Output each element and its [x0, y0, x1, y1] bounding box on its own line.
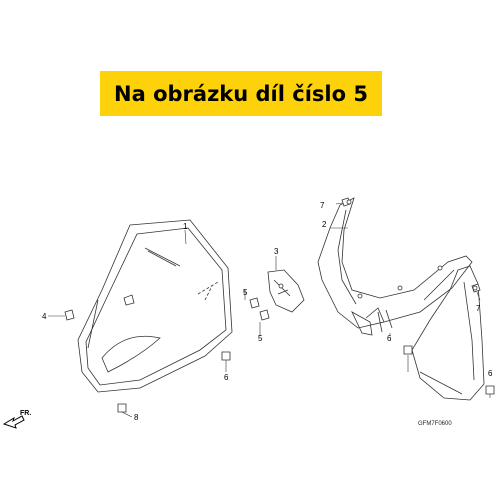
callout-1: 1 [183, 222, 188, 231]
callout-2: 2 [322, 220, 327, 229]
callout-4: 4 [42, 312, 47, 321]
callout-6b: 6 [387, 334, 392, 343]
inner-cover-part [317, 197, 473, 336]
diagram-code: GFM7F0600 [418, 421, 452, 427]
callout-8: 8 [134, 413, 139, 422]
bracket-part [267, 269, 305, 313]
callout-7a: 7 [320, 201, 325, 210]
leader-lines [48, 202, 491, 418]
banner-text: Na obrázku díl číslo 5 [114, 81, 368, 106]
callout-5a: 5 [243, 288, 248, 297]
part-number-banner: Na obrázku díl číslo 5 [100, 71, 382, 116]
callout-7b: 7 [476, 304, 481, 313]
screw-hardware [64, 197, 495, 413]
front-cover-part [77, 219, 233, 393]
callout-6c: 6 [488, 369, 493, 378]
callout-5b: 5 [258, 334, 263, 343]
callout-6a: 6 [224, 373, 229, 382]
direction-label: FR. [20, 410, 31, 417]
front-direction-arrow-icon: FR. [2, 410, 31, 429]
side-cover-part [411, 265, 485, 401]
callout-3: 3 [274, 247, 279, 256]
